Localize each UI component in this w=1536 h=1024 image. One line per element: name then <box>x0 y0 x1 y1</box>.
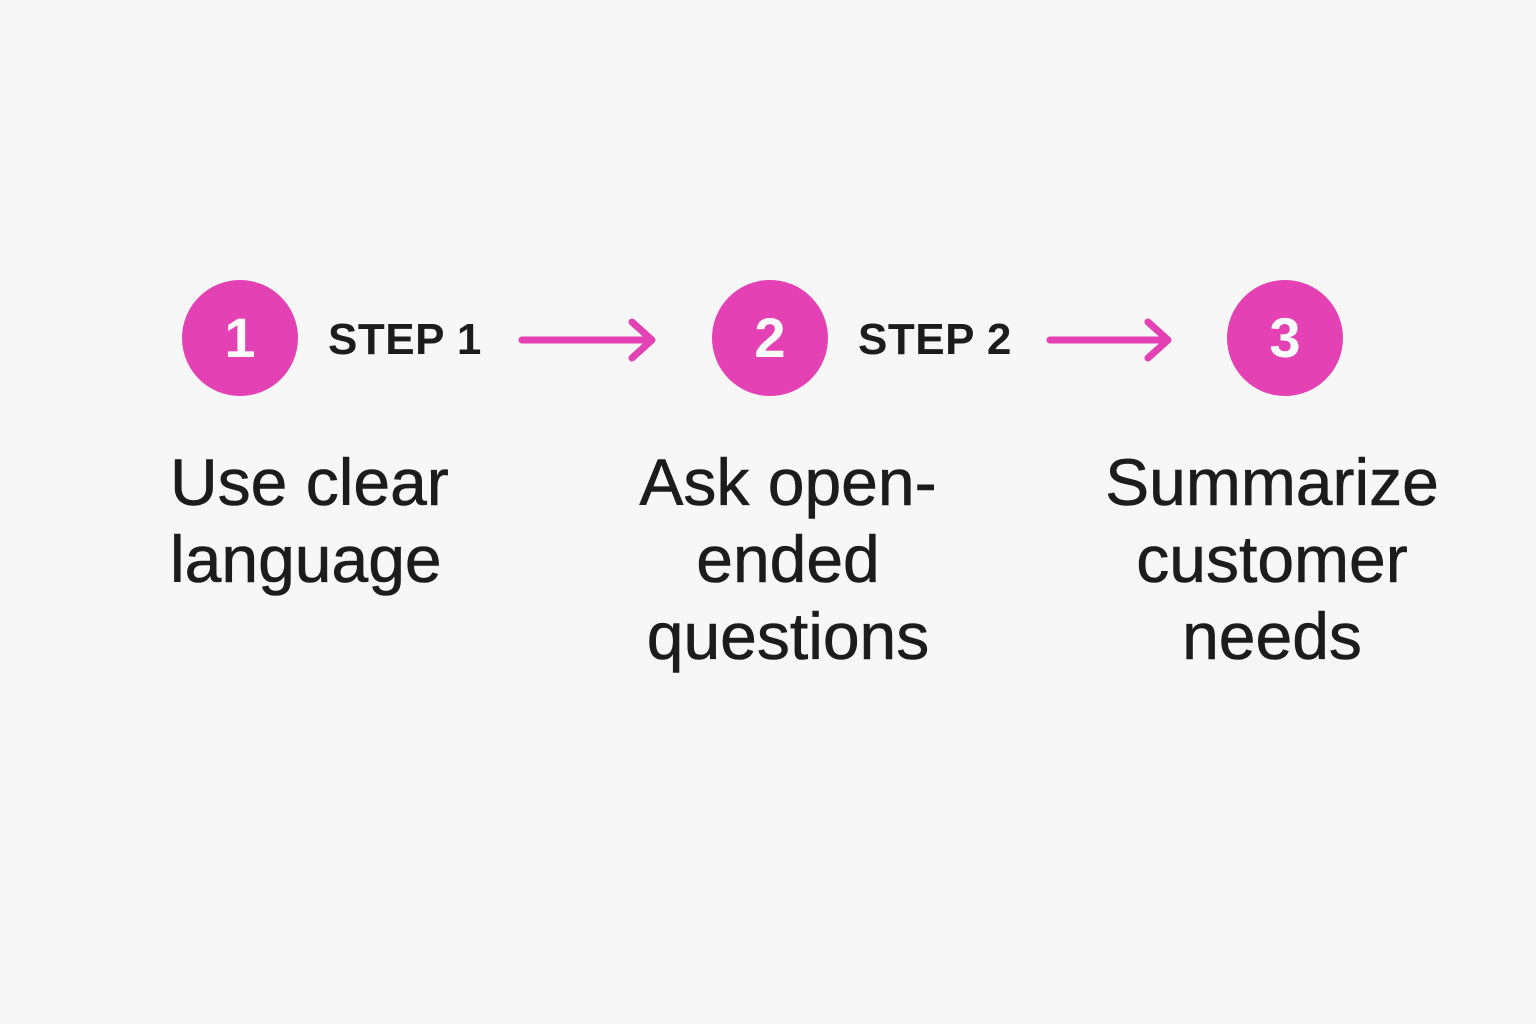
step-3-description-line: needs <box>1182 599 1362 674</box>
step-1-number: 1 <box>224 306 256 369</box>
step-3-description: Summarize customer needs <box>1074 444 1470 675</box>
step-2-description: Ask open- ended questions <box>600 444 976 675</box>
arrow-right-icon <box>518 318 656 362</box>
step-2-number: 2 <box>754 306 786 369</box>
step-3-description-line: customer <box>1136 522 1408 597</box>
step-1-label: STEP 1 <box>328 315 482 364</box>
step-1-description-line: language <box>170 522 442 597</box>
step-2-description-line: ended <box>696 522 880 597</box>
step-1-description: Use clear language <box>170 444 530 598</box>
step-2-description-line: Ask open- <box>639 445 937 520</box>
step-2-number-circle: 2 <box>712 280 828 396</box>
step-2-label: STEP 2 <box>858 315 1012 364</box>
step-3-number-circle: 3 <box>1227 280 1343 396</box>
step-2-description-line: questions <box>646 599 930 674</box>
step-3-number: 3 <box>1269 306 1301 369</box>
step-1-description-line: Use clear <box>170 445 449 520</box>
step-3-description-line: Summarize <box>1105 445 1439 520</box>
arrow-right-icon <box>1046 318 1172 362</box>
step-1-number-circle: 1 <box>182 280 298 396</box>
